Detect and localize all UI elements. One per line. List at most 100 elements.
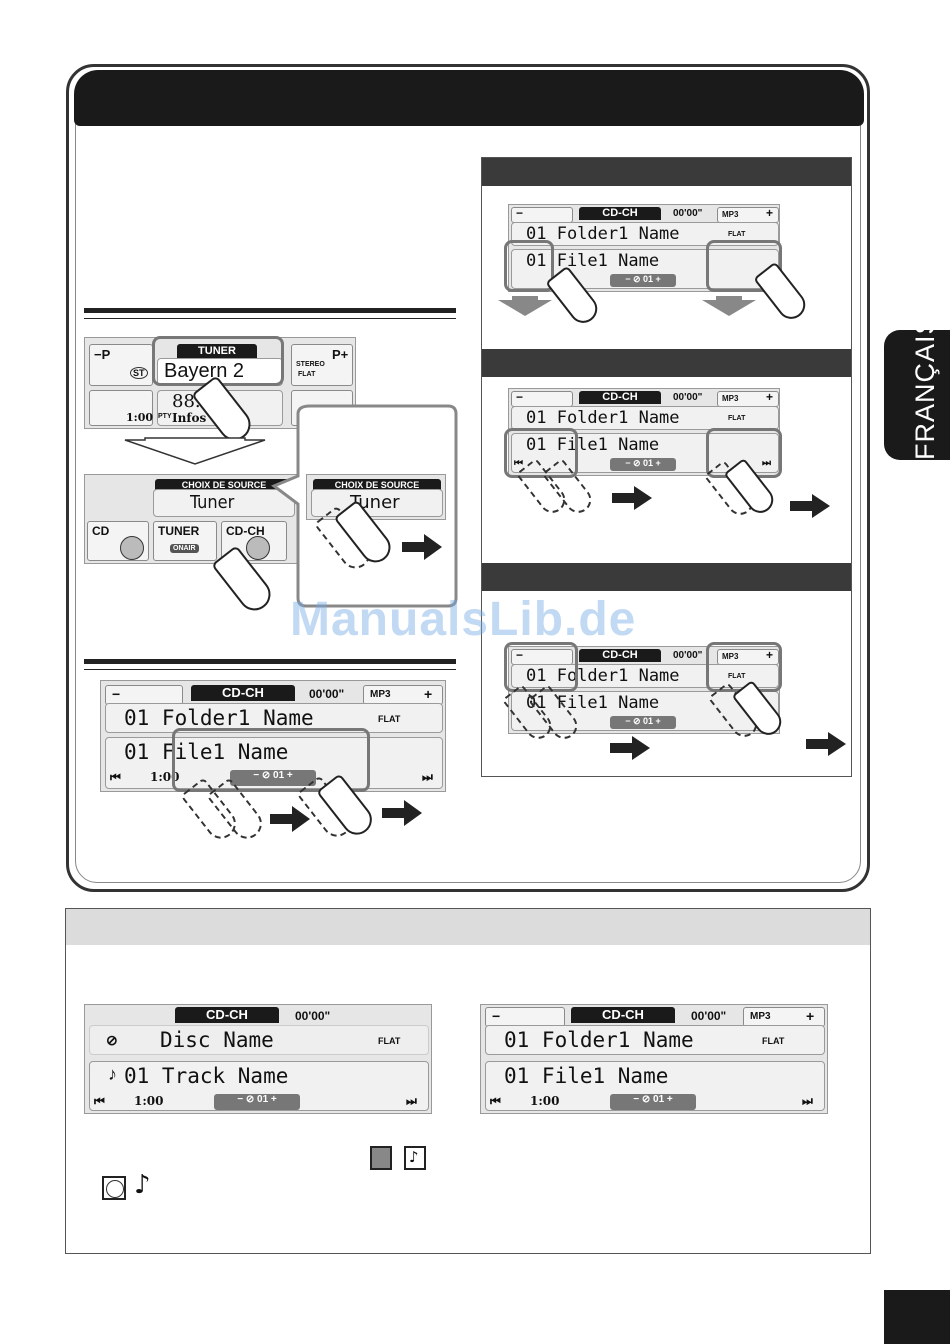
elapsed-time: 1:00 <box>134 1094 164 1108</box>
folder-row[interactable]: 01 Folder1 Name FLAT <box>485 1025 825 1055</box>
folder-icon <box>370 1146 392 1170</box>
file-name: 01 File1 Name <box>124 740 289 764</box>
disc-row: ⊘ Disc Name FLAT <box>89 1025 429 1055</box>
track-stepper[interactable]: − ⊘ 01 + <box>610 274 676 287</box>
next-track-icon[interactable]: ⏭ <box>802 1094 813 1108</box>
watermark: ManualsLib.de <box>290 593 637 646</box>
track-stepper[interactable]: − ⊘ 01 + <box>610 458 676 471</box>
track-stepper[interactable]: − ⊘ 01 + <box>230 770 316 786</box>
cdch-time: 00'00" <box>673 650 703 661</box>
preset-minus-button[interactable]: −P ST <box>89 344 153 386</box>
down-arrow-icon <box>124 437 266 465</box>
cdch-disc-icon <box>246 536 270 560</box>
disc-name: Disc Name <box>160 1028 274 1052</box>
flat-label: FLAT <box>378 1036 401 1046</box>
stereo-indicator: STEREO <box>296 361 325 368</box>
cdch-time: 00'00" <box>691 1009 727 1023</box>
right-arrow-icon <box>790 494 830 518</box>
source-cd-button[interactable]: CD <box>87 521 149 561</box>
source-select-display: CHOIX DE SOURCE Tuner CD TUNER ONAIR CD-… <box>84 474 299 564</box>
down-arrow-icon <box>498 296 552 316</box>
folder-minus-button[interactable]: − <box>485 1007 565 1027</box>
folder-row[interactable]: 01 Folder1 Name FLAT <box>511 406 779 430</box>
cdch-time: 00'00" <box>673 208 703 219</box>
onair-icon: ONAIR <box>170 544 199 553</box>
tuner-prev-button[interactable]: 1:00 <box>89 390 153 426</box>
section-rule-2 <box>84 659 456 664</box>
tuner-time: 1:00 <box>126 411 154 424</box>
disc-display: CD-CH 00'00" ⊘ Disc Name FLAT ♪ 01 Track… <box>84 1004 432 1114</box>
cdch-display-step2: − CD-CH 00'00" MP3+ 01 Folder1 Name FLAT… <box>508 388 780 476</box>
flat-label: FLAT <box>378 714 401 724</box>
step-panel <box>481 157 852 777</box>
source-tuner-button[interactable]: TUNER ONAIR <box>153 521 217 561</box>
source-tab: CHOIX DE SOURCE <box>155 479 293 491</box>
language-label: FRANÇAIS <box>910 315 940 460</box>
next-track-icon[interactable]: ⏭ <box>406 1094 417 1108</box>
cdch-tab: CD-CH <box>579 649 661 662</box>
page-number-box <box>884 1290 950 1344</box>
flat-label: FLAT <box>762 1036 785 1046</box>
prev-track-icon[interactable]: ⏮ <box>110 770 121 784</box>
cdch-display-step1: − CD-CH 00'00" MP3+ 01 Folder1 Name FLAT… <box>508 204 780 292</box>
prev-track-icon[interactable]: ⏮ <box>490 1094 501 1108</box>
cdch-tab: CD-CH <box>579 391 661 404</box>
down-arrow-icon <box>702 296 756 316</box>
step-bar-3 <box>482 563 851 591</box>
next-track-icon[interactable]: ⏭ <box>762 458 771 469</box>
station-name: Bayern 2 <box>164 360 245 382</box>
source-value: Tuner <box>190 492 235 513</box>
track-row[interactable]: ♪ 01 Track Name ⏮ 1:00 − ⊘ 01 + ⏭ <box>89 1061 429 1111</box>
mp3-plus-button[interactable]: MP3+ <box>717 390 779 407</box>
info-box <box>65 908 871 1254</box>
info-box-header <box>66 909 870 945</box>
right-arrow-icon <box>806 732 846 756</box>
mp3-display: − CD-CH 00'00" MP3 + 01 Folder1 Name FLA… <box>480 1004 828 1114</box>
track-stepper[interactable]: − ⊘ 01 + <box>610 716 676 729</box>
file-row[interactable]: 01 File1 Name ⏮ 1:00 − ⊘ 01 + ⏭ <box>105 737 443 789</box>
folder-row[interactable]: 01 Folder1 Name FLAT <box>511 664 779 688</box>
section-rule-2-thin <box>84 669 456 670</box>
track-stepper[interactable]: − ⊘ 01 + <box>610 1094 696 1110</box>
cdch-time: 00'00" <box>295 1009 331 1023</box>
disc-icon <box>102 1176 126 1200</box>
folder-minus-button[interactable]: − <box>511 390 573 407</box>
section-rule-1-thin <box>84 318 456 319</box>
cdch-tab: CD-CH <box>191 685 295 701</box>
cd-disc-icon <box>120 536 144 560</box>
st-indicator: ST <box>130 367 148 379</box>
step-bar-1 <box>482 158 851 186</box>
mp3-plus-button[interactable]: MP3 + <box>363 685 443 705</box>
preset-plus-button[interactable]: P+ STEREO FLAT <box>291 344 353 386</box>
folder-minus-button[interactable]: − <box>105 685 183 705</box>
cdch-tab: CD-CH <box>175 1007 279 1023</box>
highlight-file <box>172 728 370 792</box>
next-track-icon[interactable]: ⏭ <box>422 770 433 784</box>
highlight-prev-2 <box>504 428 578 478</box>
zoom-source-tab: CHOIX DE SOURCE <box>313 479 441 491</box>
right-arrow-icon <box>612 486 652 510</box>
track-stepper[interactable]: − ⊘ 01 + <box>214 1094 300 1110</box>
disc-icon: ⊘ <box>106 1032 118 1048</box>
source-value-row[interactable]: Tuner <box>153 489 295 517</box>
mp3-plus-button[interactable]: MP3 + <box>743 1007 825 1027</box>
file-row[interactable]: 01 File1 Name ⏮ 1:00 − ⊘ 01 + ⏭ <box>485 1061 825 1111</box>
right-arrow-icon <box>610 736 650 760</box>
section-title-bar <box>74 70 864 126</box>
section-rule-1 <box>84 308 456 313</box>
cdch-tab: CD-CH <box>579 207 661 220</box>
file-row[interactable]: 01 File1 Name − ⊘ 01 + <box>511 249 779 289</box>
highlight-folder-minus <box>504 642 578 692</box>
track-name: 01 Track Name <box>124 1064 289 1088</box>
track-note-icon: ♪ <box>108 1064 117 1084</box>
mp3-plus-button[interactable]: MP3+ <box>717 206 779 223</box>
right-arrow-icon <box>382 800 422 826</box>
highlight-prev <box>504 240 554 292</box>
cdch-tab: CD-CH <box>571 1007 675 1023</box>
prev-track-icon[interactable]: ⏮ <box>94 1094 105 1108</box>
file-note-icon: ♪ <box>404 1146 426 1170</box>
cdch-display-step3: − CD-CH 00'00" MP3+ 01 Folder1 Name FLAT… <box>508 646 780 734</box>
folder-minus-button[interactable]: − <box>511 206 573 223</box>
pty-text: Infos <box>172 411 207 425</box>
prev-track-icon[interactable]: ⏮ <box>514 458 523 469</box>
